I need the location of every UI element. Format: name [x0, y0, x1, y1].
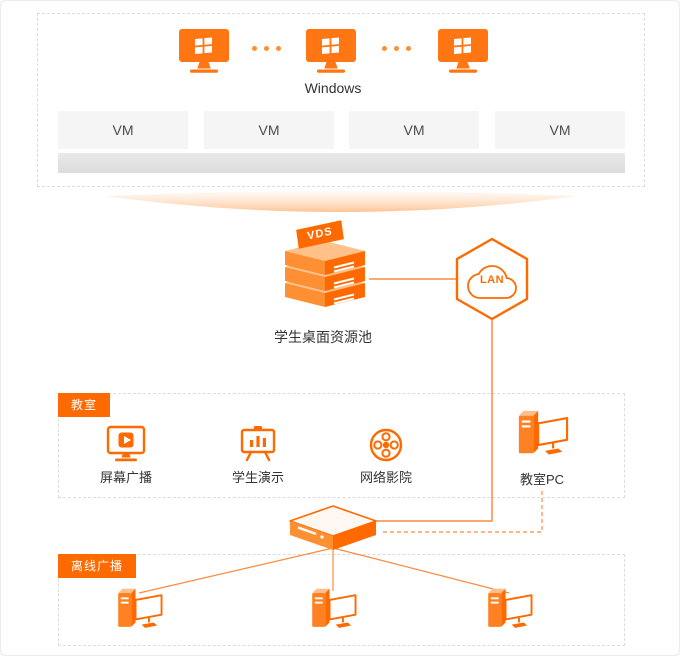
feature-label: 学生演示	[231, 470, 284, 485]
network-switch-icon	[287, 503, 379, 553]
ellipsis-icon	[382, 46, 411, 51]
windows-monitor-icon	[303, 27, 359, 75]
windows-monitor-icon	[435, 27, 491, 75]
offline-broadcast-panel	[58, 554, 625, 646]
offline-broadcast-tag: 离线广播	[58, 554, 137, 578]
vm-box: VM	[204, 111, 334, 149]
resource-pool-label: 学生桌面资源池	[274, 329, 372, 345]
classroom-tag: 教室	[58, 393, 111, 417]
vm-layer-panel	[37, 13, 645, 187]
windows-monitor-icon	[176, 27, 232, 75]
ellipsis-icon	[252, 46, 281, 51]
windows-label: Windows	[304, 80, 362, 96]
offline-pc-icon	[307, 585, 359, 634]
offline-pc-icon	[113, 585, 165, 634]
feature-label: 网络影院	[359, 470, 412, 485]
feature-label: 屏幕广播	[99, 470, 152, 485]
hardware-layer-bar	[58, 153, 625, 173]
vm-box: VM	[495, 111, 625, 149]
vm-box: VM	[349, 111, 479, 149]
vm-box: VM	[58, 111, 188, 149]
student-demo-icon	[238, 425, 278, 463]
classroom-pc-icon	[513, 407, 571, 461]
network-cinema-icon	[368, 427, 404, 463]
offline-pc-icon	[483, 585, 535, 634]
vds-server-icon	[277, 233, 373, 317]
classroom-panel	[58, 393, 625, 498]
lan-label: LAN	[479, 274, 505, 286]
pool-ellipse	[105, 191, 577, 212]
screen-broadcast-icon	[106, 425, 146, 463]
classroom-pc-label: 教室PC	[519, 472, 565, 487]
